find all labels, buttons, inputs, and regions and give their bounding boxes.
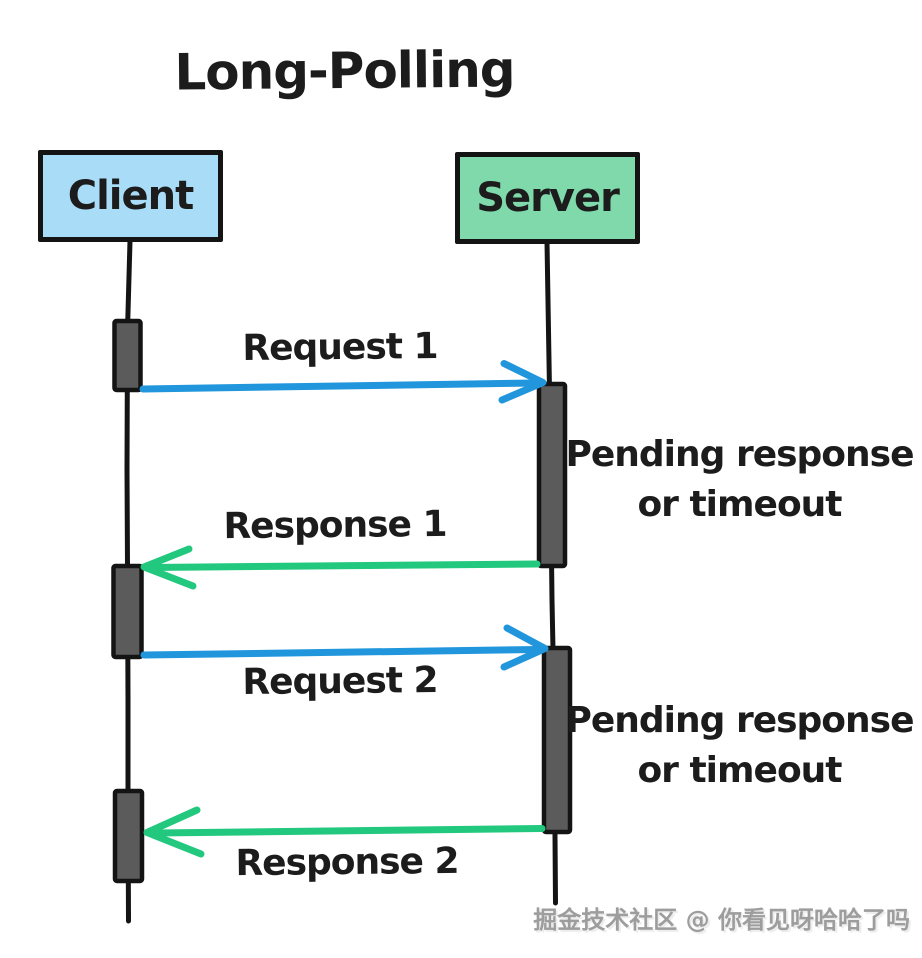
pending-annotation-2-line-2: or timeout <box>637 750 842 791</box>
request-2-arrowhead-icon <box>500 624 549 671</box>
server-activation-bar-2 <box>541 645 573 835</box>
response-2-arrowhead-icon <box>143 806 205 858</box>
response-2-arrow-shaft <box>152 825 546 837</box>
response-1-arrow-shaft <box>146 560 541 571</box>
request-1-arrowhead-icon <box>498 360 547 404</box>
message-label-response-1: Response 1 <box>223 503 447 548</box>
client-activation-bar-3 <box>112 788 145 884</box>
request-1-arrow <box>139 360 547 404</box>
request-2-arrow-shaft <box>140 646 542 659</box>
response-2-arrow <box>143 806 546 858</box>
response-1-arrowhead-icon <box>140 545 197 590</box>
client-activation-bar-2 <box>111 563 144 660</box>
message-label-request-1: Request 1 <box>242 325 438 370</box>
actor-client-box: Client <box>38 150 223 242</box>
actor-client-label: Client <box>67 173 195 219</box>
message-label-response-2: Response 2 <box>235 840 459 885</box>
pending-annotation-2: Pending response or timeout <box>557 696 922 796</box>
actor-server-box: Server <box>455 152 640 244</box>
request-1-arrow-shaft <box>139 379 540 393</box>
pending-annotation-1-line-2: or timeout <box>637 484 842 525</box>
pending-annotation-2-line-1: Pending response <box>565 700 914 741</box>
watermark: 掘金技术社区 @ 你看见呀哈哈了吗 <box>533 906 910 934</box>
server-activation-bar-1 <box>536 381 568 569</box>
pending-annotation-1: Pending response or timeout <box>557 430 922 530</box>
request-2-arrow <box>140 624 549 671</box>
client-activation-bar-1 <box>112 318 143 393</box>
message-label-request-2: Request 2 <box>242 659 438 704</box>
pending-annotation-1-line-1: Pending response <box>565 434 914 475</box>
response-1-arrow <box>140 545 541 590</box>
actor-server-label: Server <box>476 175 620 221</box>
